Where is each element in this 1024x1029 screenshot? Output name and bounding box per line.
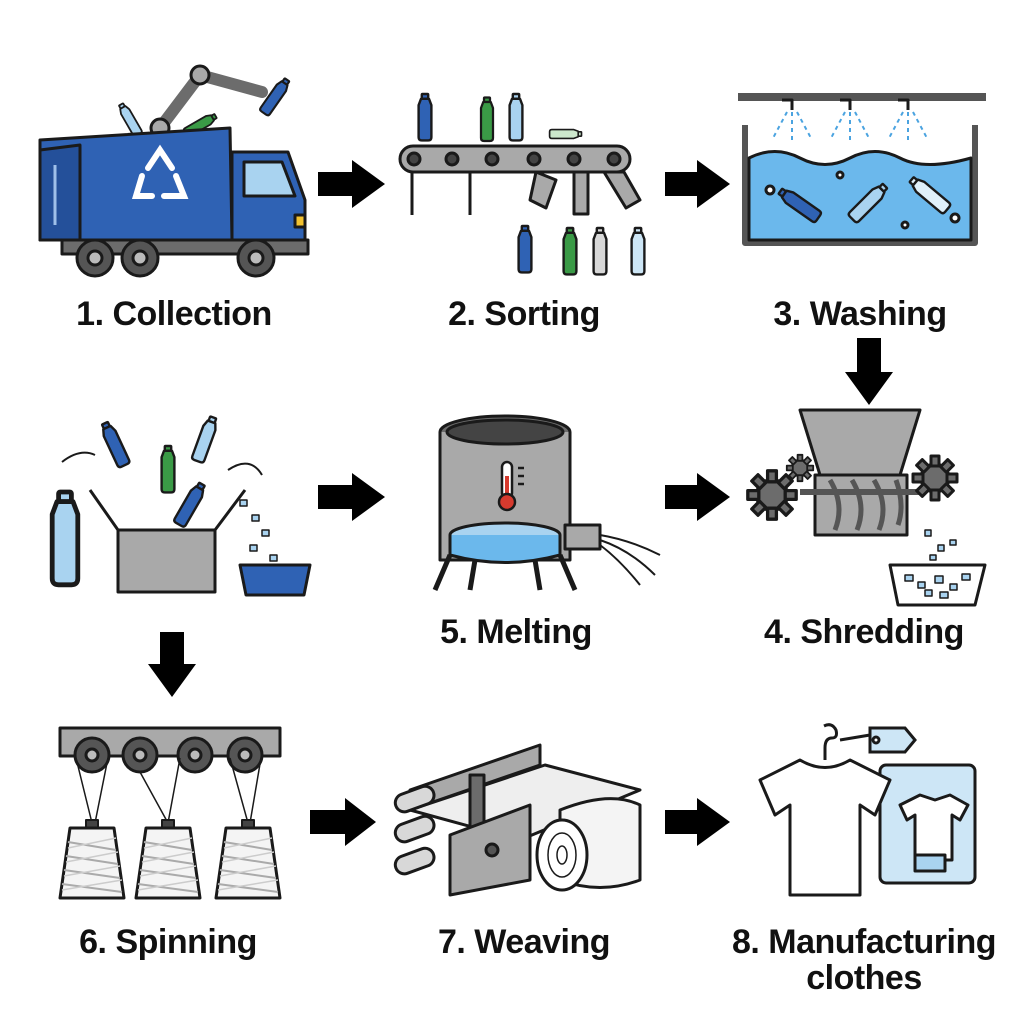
step-label-weaving: 7. Weaving	[438, 923, 611, 961]
washing-tank-illustration	[738, 93, 986, 246]
step-label-spinning: 6. Spinning	[79, 923, 257, 961]
step-label-melting: 5. Melting	[440, 613, 592, 651]
arrow-down-icon	[148, 338, 893, 697]
weaving-loom-illustration	[393, 743, 642, 897]
step-label-sorting: 2. Sorting	[448, 295, 600, 333]
step-label-washing: 3. Washing	[773, 295, 947, 333]
pellet-bin-illustration	[52, 414, 312, 597]
step-label-manufacturing-clothes: 8. Manufacturing clothes	[724, 924, 1004, 996]
price-tag-icon	[839, 726, 917, 754]
clothes-illustration	[758, 758, 977, 897]
recycle-icon	[131, 144, 189, 199]
spinning-machine-illustration	[58, 726, 282, 900]
thermometer-icon	[497, 460, 524, 512]
step-label-manufacturing-line1: 8. Manufacturing	[731, 923, 997, 961]
sorting-conveyor-illustration	[398, 92, 646, 276]
hanger-icon	[823, 723, 838, 760]
garbage-truck-illustration	[38, 64, 310, 278]
arrow-right-icon	[310, 160, 730, 846]
shredder-illustration	[746, 408, 987, 607]
step-label-collection: 1. Collection	[76, 295, 272, 333]
step-label-shredding: 4. Shredding	[764, 613, 964, 651]
melting-tank-illustration	[432, 414, 661, 591]
step-label-manufacturing-line2: clothes	[806, 959, 922, 997]
